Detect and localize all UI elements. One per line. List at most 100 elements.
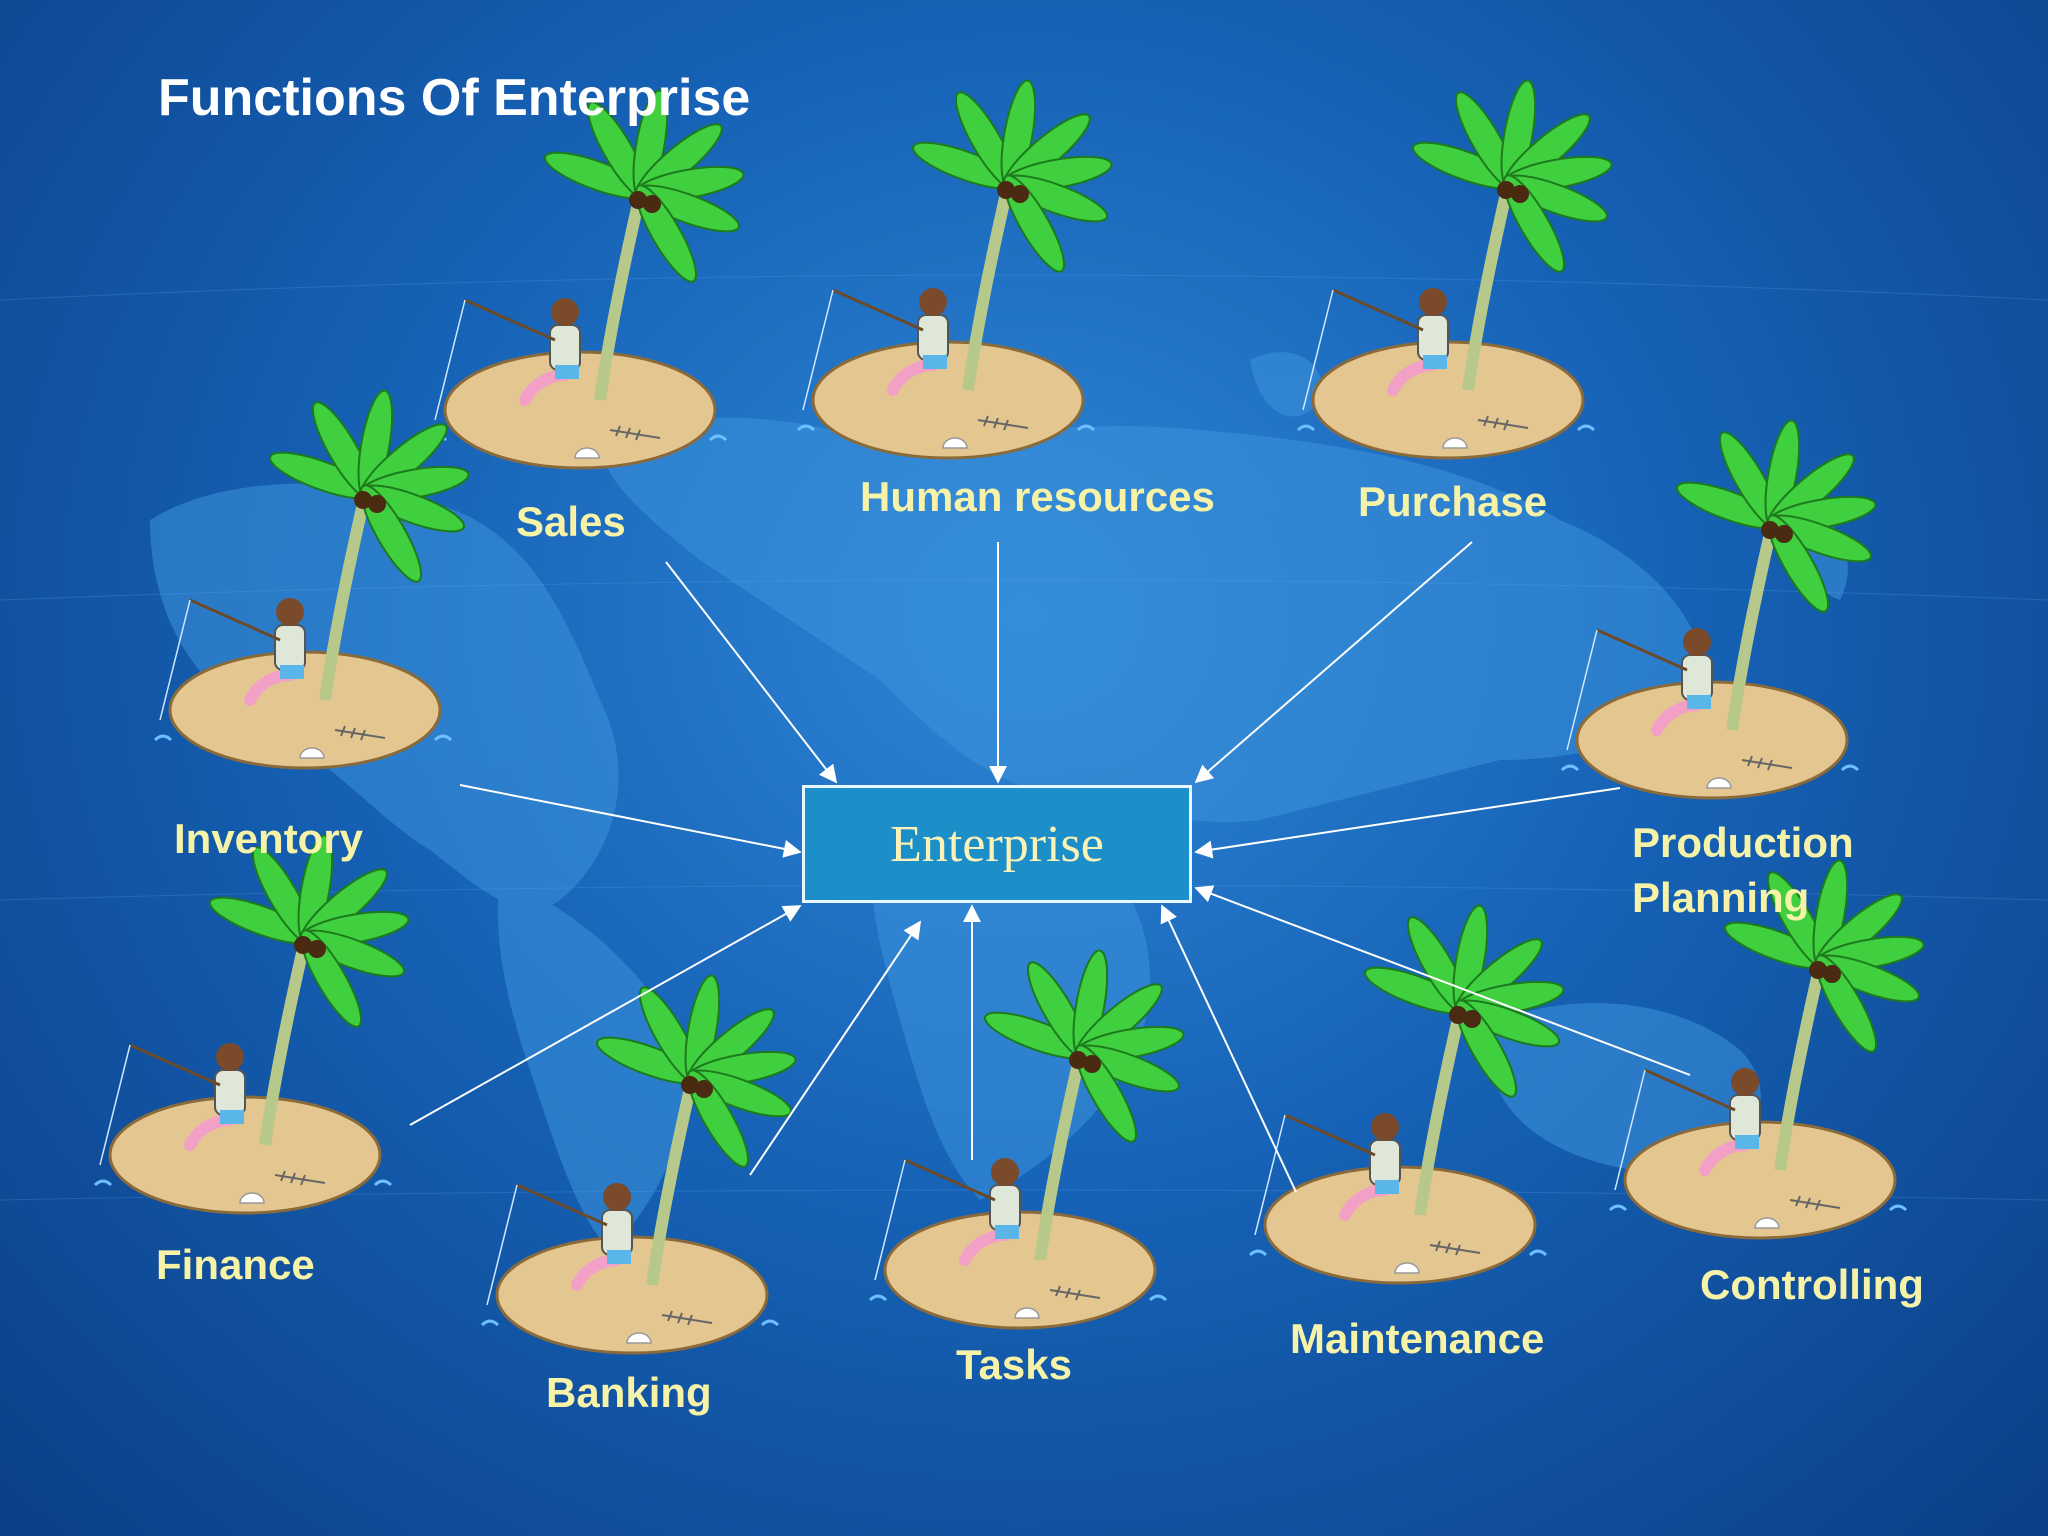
ripple-icon	[1576, 424, 1596, 432]
ripple-icon	[93, 1179, 113, 1187]
palm-leaves-icon	[268, 389, 470, 583]
palm-leaves-icon	[543, 89, 745, 283]
fish-bone-icon	[1477, 415, 1529, 431]
ripple-icon	[1888, 1204, 1908, 1212]
island-controlling	[1608, 859, 1925, 1240]
fisherman-icon	[159, 598, 306, 721]
ripple-icon	[433, 734, 453, 742]
ripple-icon	[1296, 424, 1316, 432]
ripple-icon	[760, 1319, 780, 1327]
fish-bone-icon	[334, 725, 386, 741]
shell-icon	[1394, 1262, 1420, 1274]
label-production-line-2: Planning	[1632, 873, 1810, 921]
shell-icon	[942, 437, 968, 449]
label-human-resources: Human resources	[860, 473, 1215, 520]
arrow-controlling	[1194, 885, 1691, 1076]
shell-icon	[1706, 777, 1732, 789]
island-tasks	[868, 949, 1185, 1330]
fish-bone-icon	[274, 1170, 326, 1186]
fisherman-icon	[1566, 628, 1713, 751]
ripple-icon	[796, 424, 816, 432]
fisherman-icon	[1302, 288, 1449, 411]
ripple-icon	[1528, 1249, 1548, 1257]
fisherman-icon	[99, 1043, 246, 1166]
palm-leaves-icon	[911, 79, 1113, 273]
arrow-production-planning	[1194, 787, 1621, 859]
ripple-icon	[1840, 764, 1860, 772]
palm-leaves-icon	[1363, 904, 1565, 1098]
label-finance: Finance	[156, 1241, 315, 1288]
palm-trunk-icon	[594, 193, 646, 401]
palm-leaves-icon	[208, 834, 410, 1028]
fisherman-icon	[486, 1183, 633, 1306]
arrow-sales	[665, 561, 838, 784]
label-maintenance: Maintenance	[1290, 1315, 1545, 1362]
shell-icon	[1014, 1307, 1040, 1319]
shell-icon	[1442, 437, 1468, 449]
island-sales	[428, 89, 745, 470]
label-production-line-1: Production	[1632, 819, 1854, 866]
arrow-maintenance	[1160, 904, 1297, 1193]
palm-trunk-icon	[1462, 183, 1514, 391]
label-sales: Sales	[516, 498, 626, 545]
palm-trunk-icon	[1414, 1008, 1466, 1216]
fish-bone-icon	[661, 1310, 713, 1326]
ripple-icon	[1248, 1249, 1268, 1257]
label-controlling: Controlling	[1700, 1261, 1924, 1308]
ripple-icon	[480, 1319, 500, 1327]
fisherman-icon	[434, 298, 581, 421]
fisherman-icon	[802, 288, 949, 411]
island-inventory	[153, 389, 470, 770]
shell-icon	[574, 447, 600, 459]
arrow-inventory	[459, 784, 802, 858]
enterprise-box: Enterprise	[802, 785, 1192, 903]
palm-trunk-icon	[962, 183, 1014, 391]
shell-icon	[1754, 1217, 1780, 1229]
label-banking: Banking	[546, 1369, 712, 1416]
palm-trunk-icon	[1034, 1053, 1086, 1261]
label-purchase: Purchase	[1358, 478, 1548, 525]
fish-bone-icon	[977, 415, 1029, 431]
arrow-finance	[409, 905, 802, 1126]
fisherman-icon	[874, 1158, 1021, 1281]
ripple-icon	[1608, 1204, 1628, 1212]
page-title: Functions Of Enterprise	[158, 69, 751, 127]
palm-leaves-icon	[595, 974, 797, 1168]
palm-leaves-icon	[1675, 419, 1877, 613]
enterprise-label: Enterprise	[890, 815, 1104, 873]
palm-leaves-icon	[1723, 859, 1925, 1053]
palm-trunk-icon	[1774, 963, 1826, 1171]
fisherman-icon	[1254, 1113, 1401, 1236]
island-finance	[93, 834, 410, 1215]
palm-leaves-icon	[1411, 79, 1613, 273]
shell-icon	[299, 747, 325, 759]
shell-icon	[239, 1192, 265, 1204]
arrow-purchase	[1194, 541, 1473, 784]
fish-bone-icon	[1789, 1195, 1841, 1211]
label-production-planning: Production Planning	[1632, 816, 1854, 925]
palm-trunk-icon	[319, 493, 371, 701]
fish-bone-icon	[1429, 1240, 1481, 1256]
label-tasks: Tasks	[956, 1341, 1072, 1388]
ripple-icon	[153, 734, 173, 742]
island-production-planning	[1560, 419, 1877, 800]
palm-trunk-icon	[259, 938, 311, 1146]
shell-icon	[626, 1332, 652, 1344]
fish-bone-icon	[1741, 755, 1793, 771]
palm-trunk-icon	[1726, 523, 1778, 731]
fish-bone-icon	[609, 425, 661, 441]
ripple-icon	[868, 1294, 888, 1302]
label-inventory: Inventory	[174, 815, 364, 862]
ripple-icon	[1148, 1294, 1168, 1302]
ripple-icon	[1076, 424, 1096, 432]
island-maintenance	[1248, 904, 1565, 1285]
ripple-icon	[708, 434, 728, 442]
palm-trunk-icon	[646, 1078, 698, 1286]
ripple-icon	[373, 1179, 393, 1187]
arrow-banking	[749, 920, 922, 1176]
island-purchase	[1296, 79, 1613, 460]
